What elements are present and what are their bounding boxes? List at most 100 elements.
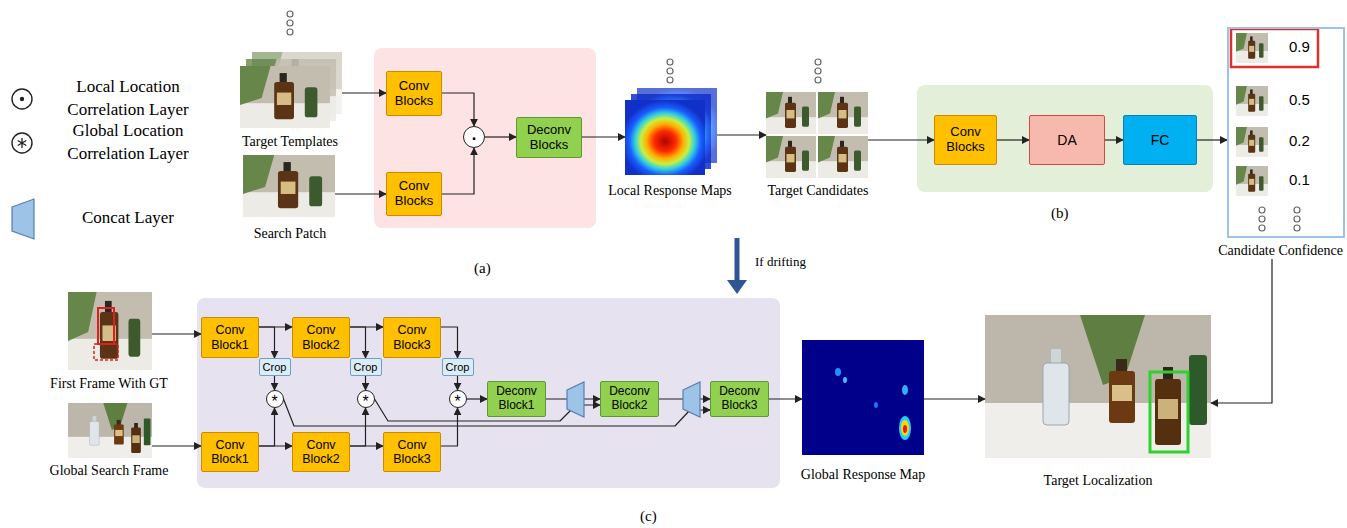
- global-response-map: [835, 368, 841, 376]
- global-search-photo: [68, 403, 152, 458]
- caption-text-line: Target Candidates: [758, 183, 878, 199]
- ellipsis-dots: [287, 20, 293, 26]
- connector-arrow: [868, 139, 934, 140]
- block-label: Crop: [446, 361, 470, 373]
- caption-text: Target Templates: [242, 134, 338, 149]
- concat-layer-symbol: [683, 382, 700, 417]
- image-panel: Target Candidates: [758, 92, 878, 201]
- correlation-operator: ·: [463, 126, 485, 148]
- block-label: Conv Blocks: [946, 124, 984, 154]
- correlation-operator: *: [357, 390, 375, 408]
- block-label: Deconv Block3: [719, 384, 760, 412]
- legend-text: Concat Layer: [52, 207, 204, 230]
- connector-arrow: [442, 93, 474, 126]
- local-response-maps: [625, 88, 717, 175]
- deconv-block: Deconv Block3: [710, 381, 769, 417]
- candidate-frame: [1227, 27, 1345, 238]
- picture-frame: [985, 315, 1211, 458]
- block-label-line: Crop: [354, 361, 378, 374]
- confidence-score: 0.9: [1289, 38, 1310, 56]
- ellipsis-dots: [1294, 225, 1300, 231]
- image-caption: Target Localization: [985, 473, 1211, 489]
- legend-symbols: [12, 133, 32, 153]
- candidate-photos: [818, 92, 868, 134]
- connector-arrow: [1105, 139, 1123, 140]
- global-response-map: [899, 416, 911, 440]
- picture-frame: [68, 292, 152, 370]
- crop-block: Crop: [442, 358, 474, 376]
- conv-block: Conv Blocks: [386, 71, 442, 116]
- confidence-score: 0.2: [1289, 132, 1310, 150]
- image-panel: Local Response Maps: [600, 88, 740, 201]
- connector-arrow: [274, 376, 275, 390]
- confidence-thumbnails: [1236, 166, 1268, 196]
- ellipsis-dots: [287, 29, 293, 35]
- connector-arrow: [485, 136, 516, 137]
- caption-text-line: Local Response Maps: [600, 183, 740, 199]
- confidence-thumbnails: [1236, 127, 1268, 157]
- block-label: Conv Block1: [211, 323, 249, 351]
- image-caption: First Frame With GT: [40, 376, 178, 392]
- search-patch-photo: [243, 155, 335, 217]
- global-search-photo: [68, 403, 152, 458]
- block-label-line: Deconv Block3: [711, 385, 768, 413]
- block-label-line: Conv Block1: [202, 323, 258, 352]
- confidence-thumbnails: [1236, 86, 1268, 116]
- connector-arrow: [769, 398, 802, 399]
- deconv-block: Deconv Block1: [487, 381, 546, 417]
- block-label-line: Conv Blocks: [387, 179, 441, 209]
- connector-arrow: [335, 193, 386, 194]
- block-label-line: Crop: [263, 361, 287, 374]
- confidence-thumbnails: [1231, 29, 1318, 67]
- legend-symbols: [12, 89, 32, 109]
- ellipsis-dots: [1259, 216, 1265, 222]
- deconv-block: Deconv Block2: [600, 381, 659, 417]
- image-panel: Search Patch: [225, 155, 355, 244]
- ellipsis-dots: [1294, 207, 1300, 213]
- block-label-line: Conv Block2: [293, 438, 349, 467]
- global-response-map: [903, 425, 907, 433]
- connector-arrow: [365, 376, 366, 390]
- panel-label: (b): [1051, 204, 1069, 222]
- panel-label: (c): [640, 507, 657, 525]
- caption-text-line: Search Patch: [225, 226, 355, 242]
- picture-frame: [243, 155, 335, 217]
- block-label: FC: [1151, 132, 1170, 148]
- block-label-line: FC: [1151, 132, 1170, 148]
- caption-text-line: Target Localization: [985, 473, 1211, 489]
- concat-layer-symbol: [567, 382, 584, 417]
- ellipsis-dots: [815, 68, 821, 74]
- global-response-map: [843, 377, 847, 383]
- correlation-operator: *: [449, 390, 467, 408]
- connector-arrow: [259, 408, 275, 446]
- global-response-map: [902, 385, 908, 395]
- connector-arrow: [582, 136, 625, 137]
- image-panel: Target Localization: [985, 315, 1211, 491]
- block-label: Deconv Block2: [609, 384, 650, 412]
- block-label: Conv Block1: [211, 438, 249, 466]
- conv-block: Conv Block2: [292, 432, 350, 472]
- block-label-line: Conv Block2: [293, 323, 349, 352]
- image-panel: First Frame With GT: [40, 292, 178, 394]
- ellipsis-dots: [667, 68, 673, 74]
- block-label: Conv Block3: [393, 323, 431, 351]
- search-patch-photo: [243, 155, 335, 217]
- block-label: Crop: [354, 361, 378, 373]
- ellipsis-dots: [815, 59, 821, 65]
- picture-frame: [240, 52, 342, 128]
- picture-frame: [766, 92, 868, 179]
- first-frame-photo: [94, 344, 118, 360]
- list-caption: Candidate Confidence: [1218, 243, 1343, 259]
- confidence-thumbnails: [1236, 33, 1268, 63]
- caption-text: Local Response Maps: [608, 183, 732, 198]
- ellipsis-dots: [1259, 207, 1265, 213]
- crop-block: Crop: [350, 358, 382, 376]
- target-localization-photo: [985, 315, 1211, 458]
- conv-block: Conv Block3: [383, 317, 441, 358]
- caption-text: Target Candidates: [767, 183, 868, 198]
- block-label-line: Conv Blocks: [935, 125, 996, 155]
- operator-symbol-line: ·: [470, 125, 478, 149]
- image-caption: Global Search Frame: [40, 463, 178, 479]
- image-panel: Global Search Frame: [40, 403, 178, 481]
